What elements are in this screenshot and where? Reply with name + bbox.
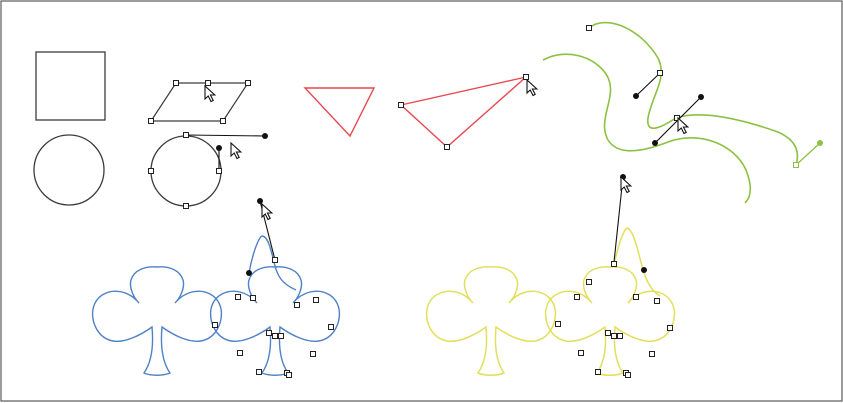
bezier-handle-dot[interactable] [652,140,658,146]
bezier-handle-dot[interactable] [641,267,647,273]
bezier-handle-dot[interactable] [633,93,639,99]
bezier-handle-dot[interactable] [817,140,823,146]
bezier-handle-dot[interactable] [257,198,263,204]
bezier-handle-dot[interactable] [698,94,704,100]
bezier-handle-dot[interactable] [262,133,268,139]
bezier-handle-dot[interactable] [216,145,222,151]
bezier-handle-dot[interactable] [246,270,252,276]
curve-end-anchor[interactable] [794,163,799,168]
